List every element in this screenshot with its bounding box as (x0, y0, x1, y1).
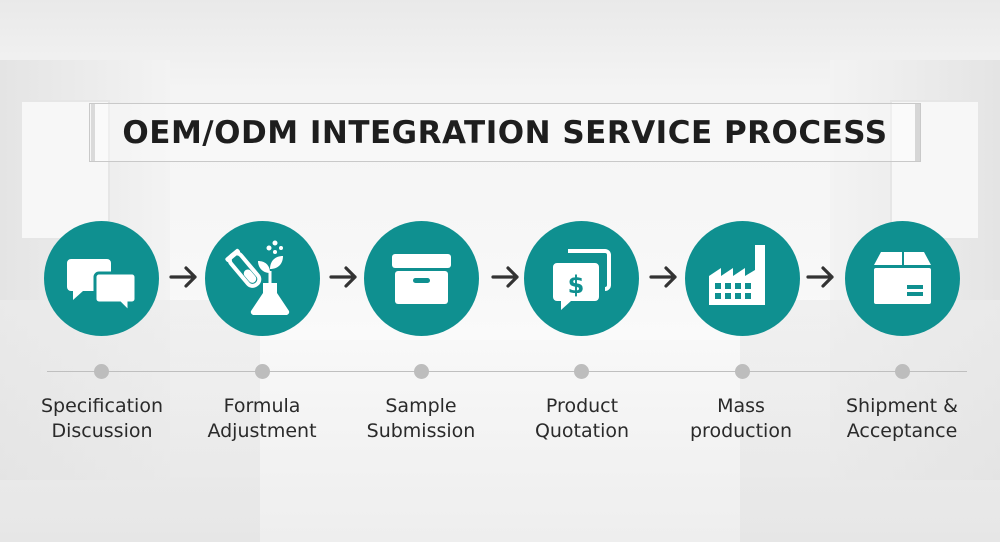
step-product-quotation: $ (524, 221, 639, 336)
price-quote-icon: $ (553, 249, 611, 310)
step-mass-production (685, 221, 800, 336)
step-specification-discussion (44, 221, 159, 336)
timeline-dot (735, 364, 750, 379)
arrow-icon (328, 263, 360, 291)
title-frame: OEM/ODM INTEGRATION SERVICE PROCESS (89, 103, 921, 162)
step-sample-submission (364, 221, 479, 336)
svg-text:$: $ (568, 271, 585, 299)
timeline-dot (414, 364, 429, 379)
shipping-box-icon (874, 252, 931, 304)
arrow-icon (490, 263, 522, 291)
timeline-dot (895, 364, 910, 379)
arrow-icon (648, 263, 680, 291)
archive-box-icon (392, 254, 451, 304)
factory-icon (709, 245, 765, 305)
step-formula-adjustment (205, 221, 320, 336)
timeline-dot (255, 364, 270, 379)
lab-flask-plant-icon (225, 240, 290, 316)
timeline-dot (94, 364, 109, 379)
chat-bubbles-icon (67, 259, 138, 316)
step-label: Shipment &Acceptance (846, 395, 958, 442)
timeline-line (47, 371, 967, 372)
timeline-dot (574, 364, 589, 379)
step-shipment-acceptance (845, 221, 960, 336)
arrow-icon (805, 263, 837, 291)
arrow-icon (168, 263, 200, 291)
page-title: OEM/ODM INTEGRATION SERVICE PROCESS (122, 115, 888, 151)
